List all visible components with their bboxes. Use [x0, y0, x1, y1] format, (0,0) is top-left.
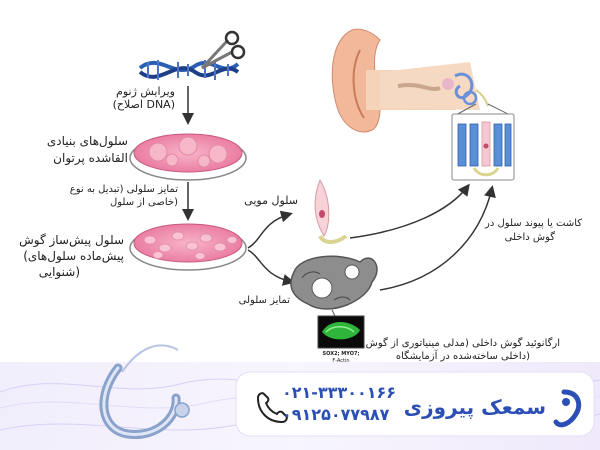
- stem-cells-label-1: سلول‌های بنیادی: [47, 134, 128, 149]
- differentiation-2-label: تمایز سلولی: [239, 295, 291, 306]
- transplant-label-1: کاشت یا پیوند سلول در: [484, 218, 582, 229]
- brand-logo-icon: [553, 389, 582, 428]
- arrow-to-organoid: [247, 249, 295, 286]
- phone-number-1[interactable]: ۰۲۱-۳۳۳۰۰۱۶۶: [282, 383, 396, 402]
- phone-number-2[interactable]: ۰۹۱۲۵۰۷۷۹۸۷: [282, 405, 390, 424]
- transplant-label-2: گوش داخلی: [505, 231, 556, 243]
- organoid-illustration: [290, 255, 378, 310]
- phone-icon[interactable]: [257, 392, 288, 423]
- inner-ear-cells-box: [451, 113, 515, 181]
- arrow-organoid-to-ear: [379, 185, 496, 291]
- differentiation-label-2: خاصی از سلول): [110, 197, 178, 208]
- organoid-label-2: داخلی ساخته‌شده در آزمایشگاه): [396, 349, 530, 362]
- petri-dish-stem-cells: [129, 133, 247, 181]
- hair-cell-illustration: [314, 178, 348, 244]
- ear-anatomy-illustration: [331, 28, 489, 133]
- progenitor-label-3: شنوایی): [39, 265, 80, 280]
- stain-label-2: F-Actin: [332, 358, 349, 364]
- differentiation-label-1: تمایز سلولی (تبدیل به نوع: [70, 184, 178, 195]
- arrow-hair-cell-to-ear: [349, 183, 470, 239]
- organoid-label-1: ارگانوئید گوش داخلی (مدلی مینیاتوری از گ…: [366, 337, 560, 349]
- dna-scissors-icon: [138, 30, 246, 80]
- petri-dish-progenitor: [129, 223, 247, 271]
- hearing-aid-illustration: [99, 344, 190, 439]
- dna-label-2: (اصلاح DNA): [113, 98, 175, 111]
- dna-label-1: ویرایش ژنوم: [116, 85, 175, 98]
- hair-cell-label: سلول مویی: [244, 194, 298, 207]
- progenitor-label-1: سلول پیش‌ساز گوش: [19, 233, 124, 248]
- stain-label-1: SOX2; MYO7;: [323, 351, 360, 357]
- contact-card: [235, 371, 595, 437]
- organoid-stain-image: [317, 315, 365, 349]
- progenitor-label-2: (پیش‌ماده سلول‌های: [23, 249, 124, 264]
- arrow-to-hair-cell: [247, 210, 293, 249]
- brand-name: سمعک پیروزی: [404, 395, 546, 420]
- stem-cells-label-2: القاشده پرتوان: [53, 151, 128, 166]
